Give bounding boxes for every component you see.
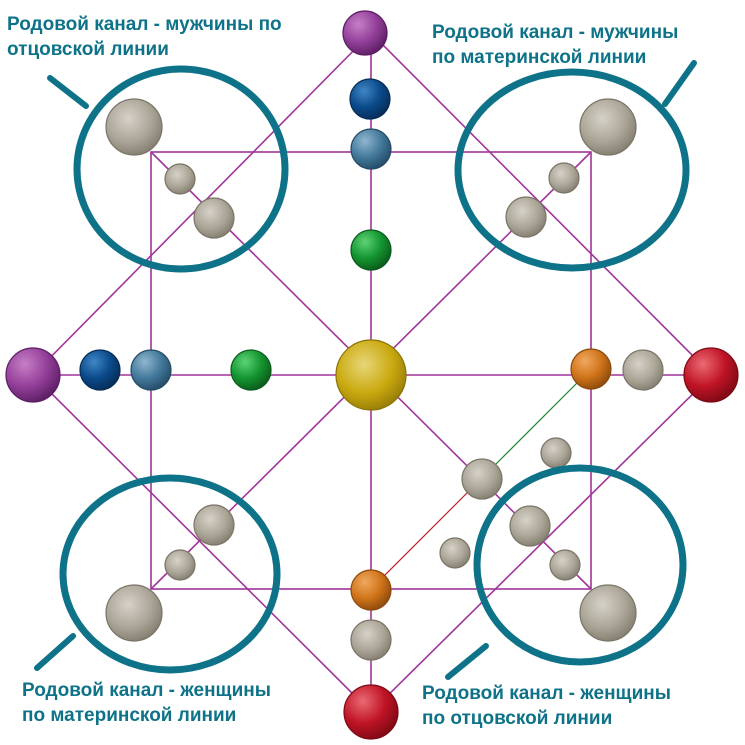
label-top-left-line1: Родовой канал - мужчины по [7, 14, 282, 35]
node-bottom-orange [350, 569, 392, 611]
node-left-green [230, 349, 272, 391]
ring-bottom-left [59, 474, 281, 674]
label-bottom-left: Родовой канал - женщины по материнской л… [22, 678, 271, 728]
node-tr-large [579, 98, 637, 156]
red-energy-line [370, 477, 483, 590]
pointer-top-right [662, 60, 697, 107]
node-top-purple [342, 10, 388, 56]
pointer-bottom-left [34, 633, 76, 671]
label-top-right-line1: Родовой канал - мужчины [432, 22, 679, 43]
matrix-nodes [5, 10, 739, 740]
node-top-darkblue [349, 78, 391, 120]
label-bottom-right-line1: Родовой канал - женщины [422, 683, 671, 704]
node-br-medium [509, 505, 551, 547]
node-tl-medium [193, 197, 235, 239]
label-bottom-right: Родовой канал - женщины по отцовской лин… [422, 681, 671, 731]
node-center-gold [335, 339, 407, 411]
ring-top-right [454, 68, 690, 272]
node-tl-small [164, 163, 196, 195]
label-top-left-line2: отцовской линии [7, 39, 169, 60]
label-top-left: Родовой канал - мужчины по отцовской лин… [7, 12, 282, 62]
label-bottom-right-line2: по отцовской линии [422, 708, 613, 729]
node-top-green [350, 229, 392, 271]
node-right-orange [570, 348, 612, 390]
node-br-diag [461, 458, 503, 500]
node-bottom-red [343, 684, 399, 740]
pointer-top-left [47, 75, 89, 109]
node-br-large [579, 584, 637, 642]
node-left-purple [5, 347, 61, 403]
node-bl-large [105, 584, 163, 642]
node-br-extra-top [540, 437, 572, 469]
node-br-small [549, 549, 581, 581]
node-tl-large [105, 98, 163, 156]
label-bottom-left-line1: Родовой канал - женщины [22, 680, 271, 701]
label-bottom-left-line2: по материнской линии [22, 705, 237, 726]
node-right-grey [622, 349, 664, 391]
node-tr-small [548, 162, 580, 194]
node-tr-medium [505, 196, 547, 238]
node-bl-medium [193, 504, 235, 546]
ring-top-left [73, 65, 289, 273]
node-bl-small [164, 549, 196, 581]
node-left-steelblue [130, 349, 172, 391]
node-left-darkblue [79, 349, 121, 391]
label-top-right: Родовой канал - мужчины по материнской л… [432, 20, 678, 70]
label-top-right-line2: по материнской линии [432, 47, 647, 68]
pointer-bottom-right [445, 643, 489, 680]
green-energy-line [481, 368, 592, 479]
highlight-rings [59, 65, 690, 674]
node-br-extra-left [439, 537, 471, 569]
label-pointers [34, 60, 697, 680]
node-top-steelblue [350, 128, 392, 170]
ring-bottom-right [473, 464, 687, 666]
node-bottom-grey [350, 619, 392, 661]
node-right-red [683, 347, 739, 403]
